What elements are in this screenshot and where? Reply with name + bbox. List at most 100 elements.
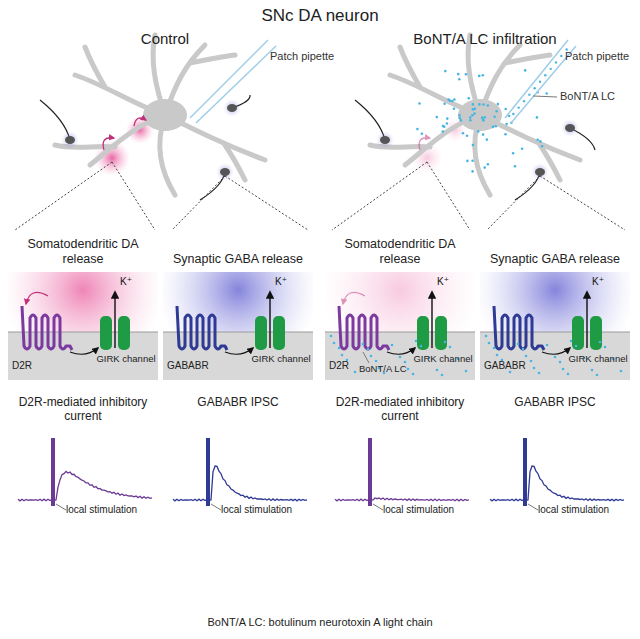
toxin-dot bbox=[504, 133, 507, 136]
toxin-dot bbox=[486, 138, 489, 141]
toxin-dot bbox=[330, 335, 333, 338]
label: K⁺ bbox=[592, 276, 612, 288]
toxin-dot bbox=[453, 107, 456, 110]
toxin-dot bbox=[524, 69, 527, 72]
toxin-dot bbox=[466, 135, 469, 138]
axon-terminal bbox=[227, 104, 237, 112]
label: GIRK channel bbox=[96, 354, 156, 365]
toxin-dot bbox=[554, 356, 557, 359]
toxin-dot bbox=[482, 103, 485, 106]
leader-line bbox=[363, 352, 369, 363]
toxin-dot bbox=[341, 354, 344, 357]
toxin-dot bbox=[517, 106, 519, 108]
axon-terminal bbox=[380, 136, 390, 144]
toxin-dot bbox=[533, 87, 535, 89]
dotted-guide bbox=[487, 176, 540, 230]
toxin-dot bbox=[541, 145, 544, 148]
toxin-dot bbox=[362, 343, 365, 346]
toxin-dot bbox=[487, 104, 490, 107]
current-trace bbox=[173, 466, 307, 501]
leader-line bbox=[211, 504, 221, 510]
soma bbox=[458, 99, 502, 131]
toxin-dot bbox=[560, 55, 562, 57]
toxin-dot bbox=[530, 360, 533, 363]
toxin-dot bbox=[407, 368, 410, 371]
leader-line bbox=[528, 504, 538, 510]
coupling-arrow bbox=[542, 348, 570, 354]
toxin-dot bbox=[391, 344, 394, 347]
panel-art bbox=[480, 272, 630, 380]
toxin-dot bbox=[512, 152, 515, 155]
toxin-dot bbox=[549, 68, 551, 70]
dotted-guide bbox=[112, 162, 155, 230]
girk-channel bbox=[435, 316, 447, 350]
toxin-dot bbox=[472, 103, 475, 106]
label: GIRK channel bbox=[568, 354, 628, 365]
dotted-guide bbox=[15, 162, 112, 230]
toxin-dot bbox=[469, 116, 472, 119]
toxin-dot bbox=[458, 78, 461, 81]
toxin-dot bbox=[462, 132, 465, 135]
current-trace bbox=[490, 466, 624, 501]
label: GABABR IPSC bbox=[163, 396, 313, 410]
k-arrow bbox=[114, 292, 115, 348]
toxin-dot bbox=[453, 98, 456, 101]
label: BoNT/A LC infiltration bbox=[380, 30, 590, 47]
dendrite bbox=[400, 47, 420, 87]
k-arrow bbox=[431, 292, 432, 348]
toxin-dot bbox=[478, 103, 481, 106]
toxin-dot bbox=[473, 112, 476, 115]
caption: BoNT/A LC: botulinum neurotoxin A light … bbox=[0, 616, 640, 629]
toxin-dot bbox=[404, 361, 407, 364]
axon-terminal bbox=[65, 136, 75, 144]
toxin-dot bbox=[495, 110, 498, 113]
toxin-dot bbox=[484, 116, 487, 119]
toxin-dot bbox=[418, 102, 421, 105]
label: Patch pipette bbox=[565, 50, 637, 63]
toxin-dot bbox=[442, 130, 445, 133]
toxin-dot bbox=[367, 348, 370, 351]
label: GABABR bbox=[484, 360, 534, 372]
toxin-dot bbox=[375, 360, 378, 363]
panel-art bbox=[8, 272, 158, 380]
stim-artifact bbox=[206, 438, 210, 506]
panel-heading: Synaptic GABA release bbox=[163, 252, 313, 266]
toxin-dot bbox=[517, 343, 520, 346]
dendrite bbox=[505, 55, 550, 63]
toxin-dot bbox=[421, 133, 424, 136]
toxin-dot bbox=[444, 341, 447, 344]
label: GIRK channel bbox=[413, 354, 473, 365]
toxin-dot bbox=[512, 113, 514, 115]
toxin-dot bbox=[505, 123, 508, 126]
autoreceptor-arrow bbox=[26, 292, 48, 304]
toxin-dot bbox=[544, 74, 546, 76]
toxin-dot bbox=[460, 119, 463, 122]
toxin-dot bbox=[457, 73, 460, 76]
dotted-guide bbox=[225, 176, 308, 230]
toxin-dot bbox=[446, 122, 449, 125]
label: local stimulation bbox=[538, 504, 628, 516]
receptor bbox=[177, 306, 227, 350]
toxin-dot bbox=[459, 117, 462, 120]
toxin-dot bbox=[472, 144, 475, 147]
toxin-dot bbox=[471, 170, 474, 173]
toxin-dot bbox=[415, 340, 418, 343]
pipette-wall bbox=[505, 40, 568, 118]
toxin-dot bbox=[420, 345, 423, 348]
gaba-cloud bbox=[216, 163, 234, 181]
toxin-dot bbox=[436, 369, 439, 372]
label: Control bbox=[90, 30, 240, 47]
coupling-arrow bbox=[225, 348, 253, 354]
toxin-dot bbox=[596, 374, 599, 377]
label: K⁺ bbox=[437, 276, 457, 288]
current-trace bbox=[335, 498, 469, 501]
autoreceptor-arrow bbox=[134, 118, 146, 126]
toxin-dot bbox=[539, 81, 541, 83]
toxin-dot bbox=[528, 93, 530, 95]
girk-channel bbox=[273, 316, 285, 350]
toxin-dot bbox=[493, 347, 496, 350]
girk-channel bbox=[572, 316, 584, 350]
toxin-dot bbox=[496, 354, 499, 357]
leader-line bbox=[533, 96, 557, 97]
toxin-dot bbox=[482, 119, 485, 122]
